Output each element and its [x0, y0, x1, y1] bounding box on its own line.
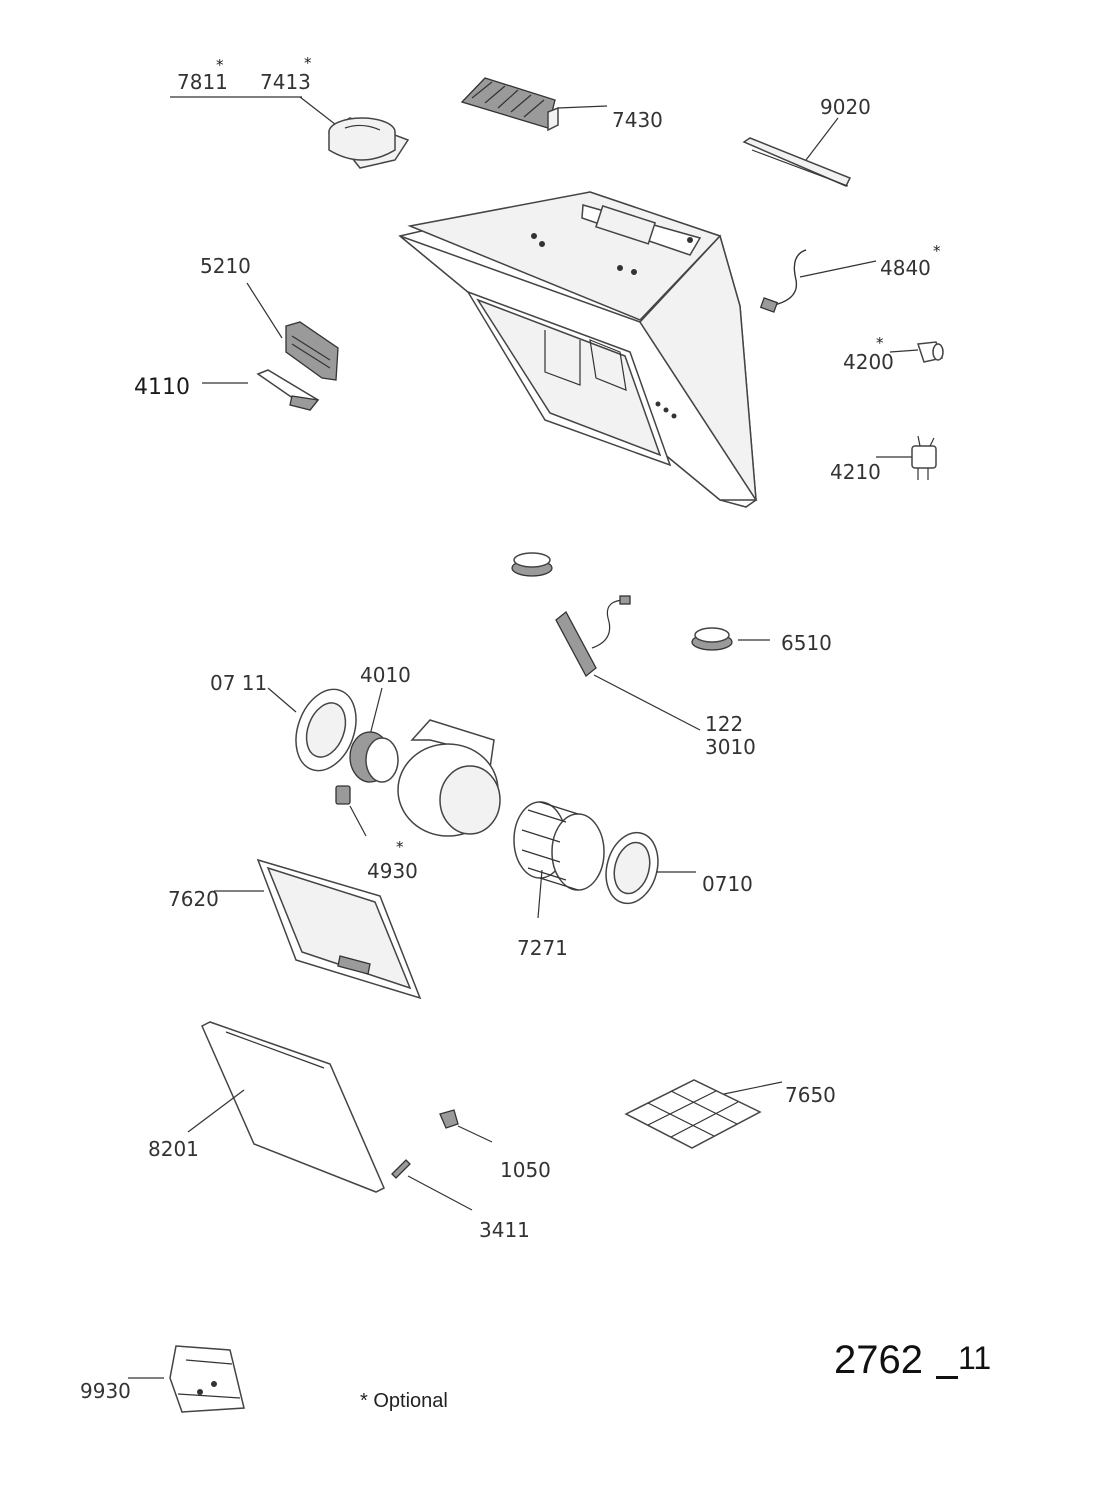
- label-3010: 3010: [705, 735, 756, 759]
- label-7650: 7650: [785, 1083, 836, 1107]
- part-3411-drawing: [391, 1159, 473, 1211]
- label-1050: 1050: [500, 1158, 551, 1182]
- optional-marker-4930: *: [396, 838, 404, 856]
- lamp-cover-top-drawing: [511, 552, 553, 577]
- optional-footnote: * Optional: [360, 1390, 448, 1412]
- part-4200-drawing: [889, 341, 944, 363]
- optional-marker-7413: *: [304, 54, 312, 72]
- label-4930: 4930: [367, 859, 418, 883]
- part-8201-drawing: [187, 1021, 385, 1193]
- label-0710: 0710: [702, 872, 753, 896]
- label-122: 122: [705, 712, 744, 736]
- part-4930-drawing: [335, 785, 367, 837]
- part-6510-drawing: [691, 627, 770, 651]
- part-7620-drawing: [214, 858, 422, 1000]
- part-4110-drawing: [202, 369, 320, 412]
- optional-marker-4840: *: [933, 242, 941, 260]
- part-7271-drawing: [513, 801, 605, 919]
- drawing-number-separator: [936, 1376, 958, 1379]
- label-9020: 9020: [820, 95, 871, 119]
- part-7413-drawing: [170, 96, 410, 169]
- part-0710-drawing: [605, 831, 696, 905]
- hood-body-drawing: [398, 191, 758, 508]
- part-9930-drawing: [128, 1345, 245, 1413]
- part-1050-drawing: [439, 1109, 493, 1143]
- part-0711-drawing: [267, 687, 357, 772]
- label-7271: 7271: [517, 936, 568, 960]
- label-9930: 9930: [80, 1379, 131, 1403]
- optional-marker-4200: *: [876, 334, 884, 352]
- drawing-number: 2762: [834, 1338, 923, 1382]
- part-7430-drawing: [460, 77, 608, 132]
- part-7650-drawing: [624, 1079, 783, 1149]
- part-4010-drawing: [349, 687, 399, 783]
- blower-housing-drawing: [397, 719, 501, 837]
- optional-marker-7811: *: [216, 56, 224, 74]
- label-7811: 7811: [177, 70, 228, 94]
- part-4840-drawing: [759, 249, 877, 313]
- drawing-number-suffix: 11: [958, 1340, 992, 1376]
- label-6510: 6510: [781, 631, 832, 655]
- label-8201: 8201: [148, 1137, 199, 1161]
- part-9020-drawing: [742, 117, 852, 187]
- label-5210: 5210: [200, 254, 251, 278]
- label-7430: 7430: [612, 108, 663, 132]
- label-4110: 4110: [134, 375, 190, 400]
- label-3411: 3411: [479, 1218, 530, 1242]
- label-7413: 7413: [260, 70, 311, 94]
- label-4200: 4200: [843, 350, 894, 374]
- label-0711: 07 11: [210, 671, 268, 695]
- label-4210: 4210: [830, 460, 881, 484]
- part-4210-drawing: [876, 435, 937, 480]
- label-7620: 7620: [168, 887, 219, 911]
- part-5210-drawing: [246, 282, 339, 381]
- label-4010: 4010: [360, 663, 411, 687]
- label-4840: 4840: [880, 256, 931, 280]
- part-3010-drawing: [555, 595, 701, 731]
